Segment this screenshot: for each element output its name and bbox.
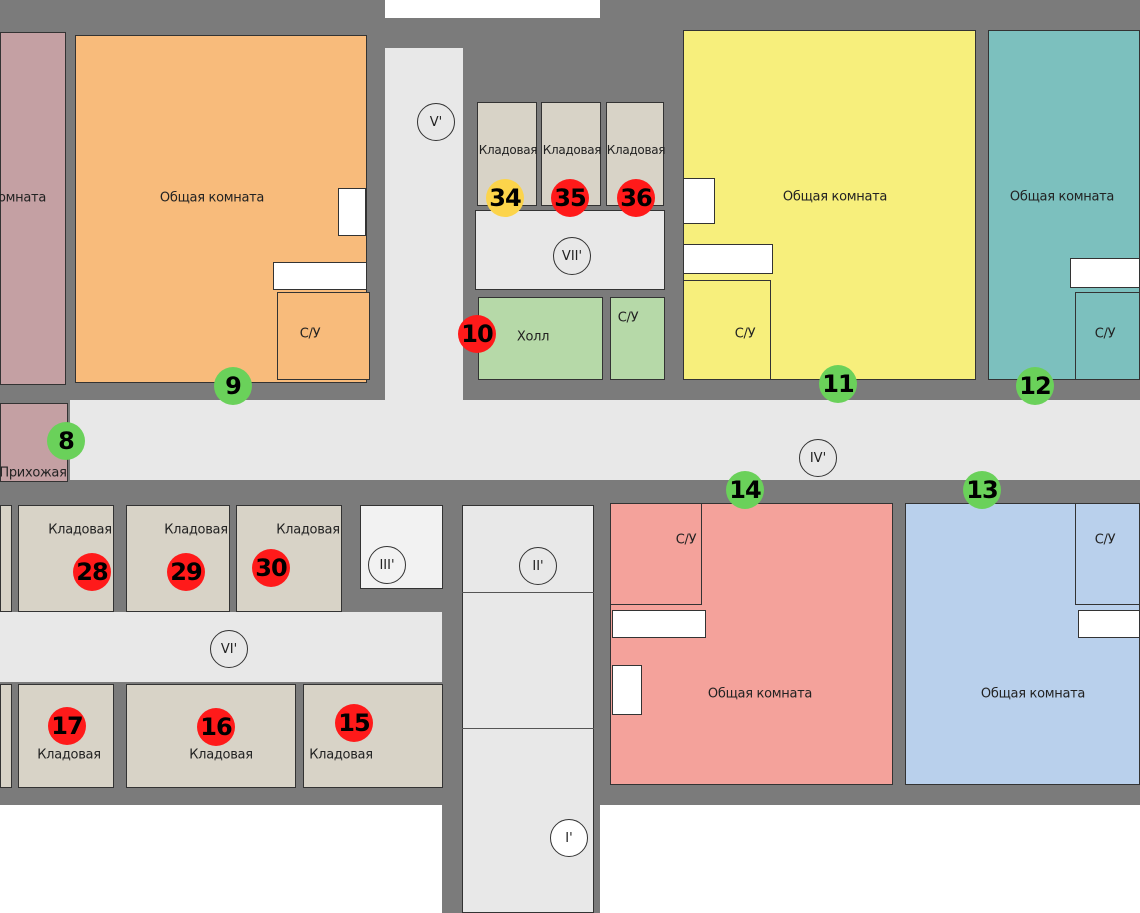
unit-marker-12[interactable]: 12 — [1016, 367, 1054, 405]
wc-label: С/У — [734, 326, 756, 342]
room-label-storage: Кладовая — [276, 522, 340, 538]
unit-marker-8[interactable]: 8 — [47, 422, 85, 460]
divider-line — [462, 592, 594, 593]
room-label: омната — [0, 190, 46, 206]
sink-icon — [1078, 610, 1140, 638]
wc-label: С/У — [1094, 326, 1116, 342]
sink-icon — [612, 610, 706, 638]
wc-label: С/У — [617, 310, 639, 326]
zone-iii-label: III' — [368, 546, 406, 584]
window-band — [0, 805, 442, 913]
room-label-storage: Кладовая — [542, 143, 602, 157]
room-label-storage: Кладовая — [606, 143, 666, 157]
zone-vii-label: VII' — [553, 237, 591, 275]
room-label-storage: Кладовая — [164, 522, 228, 538]
unit-marker-30[interactable]: 30 — [252, 549, 290, 587]
apartment-left-mauve — [0, 32, 66, 385]
bathroom — [1075, 292, 1140, 380]
room-label: Общая комната — [159, 190, 265, 206]
room-label: Общая комната — [980, 686, 1086, 702]
room-label-entry: Прихожая — [0, 465, 67, 481]
storage-15 — [303, 684, 443, 788]
unit-marker-15[interactable]: 15 — [335, 704, 373, 742]
unit-marker-16[interactable]: 16 — [197, 708, 235, 746]
stove-icon — [338, 188, 366, 236]
divider-line — [462, 728, 594, 729]
zone-v-label: V' — [417, 103, 455, 141]
bathroom — [1075, 503, 1140, 605]
hall-wc — [610, 297, 665, 380]
sink-icon — [1070, 258, 1140, 288]
room-label-storage: Кладовая — [309, 747, 373, 763]
wc-label: С/У — [299, 326, 321, 342]
stove-icon — [612, 665, 642, 715]
unit-marker-36[interactable]: 36 — [617, 179, 655, 217]
room-label: Общая комната — [707, 686, 813, 702]
storage-left — [0, 505, 12, 612]
sink-icon — [273, 262, 367, 290]
bathroom — [610, 503, 702, 605]
room-label-storage: Кладовая — [189, 747, 253, 763]
zone-iv-label: IV' — [799, 439, 837, 477]
room-label-storage: Кладовая — [37, 747, 101, 763]
stove-icon — [683, 178, 715, 224]
bathroom — [277, 292, 370, 380]
unit-marker-10[interactable]: 10 — [458, 315, 496, 353]
room-label-storage: Кладовая — [48, 522, 112, 538]
stair-top — [385, 0, 600, 18]
unit-marker-35[interactable]: 35 — [551, 179, 589, 217]
room-label: Общая комната — [1009, 189, 1115, 205]
storage-30 — [236, 505, 342, 612]
unit-marker-9[interactable]: 9 — [214, 367, 252, 405]
unit-marker-11[interactable]: 11 — [819, 365, 857, 403]
unit-marker-28[interactable]: 28 — [73, 553, 111, 591]
unit-marker-34[interactable]: 34 — [486, 179, 524, 217]
unit-marker-29[interactable]: 29 — [167, 553, 205, 591]
window-band — [600, 805, 1140, 913]
unit-marker-13[interactable]: 13 — [963, 471, 1001, 509]
room-label-hall: Холл — [516, 329, 550, 345]
unit-marker-14[interactable]: 14 — [726, 471, 764, 509]
unit-marker-17[interactable]: 17 — [48, 707, 86, 745]
zone-i-label: I' — [550, 819, 588, 857]
room-label: Общая комната — [782, 189, 888, 205]
corridor-iv — [70, 400, 1140, 480]
storage-left-2 — [0, 684, 12, 788]
zone-vi-label: VI' — [210, 630, 248, 668]
bathroom — [683, 280, 771, 380]
wc-label: С/У — [1094, 532, 1116, 548]
sink-icon — [683, 244, 773, 274]
corridor-v — [385, 48, 463, 408]
room-label-storage: Кладовая — [478, 143, 538, 157]
zone-ii-label: II' — [519, 547, 557, 585]
wc-label: С/У — [675, 532, 697, 548]
